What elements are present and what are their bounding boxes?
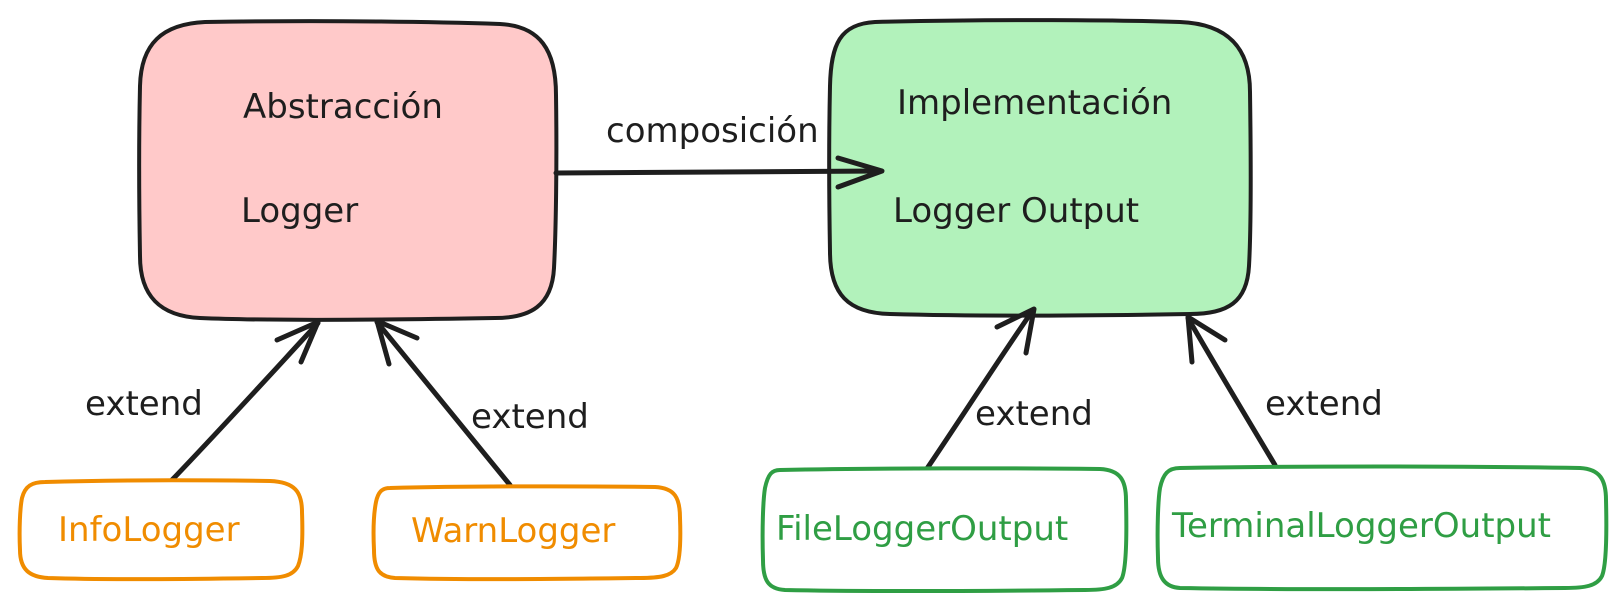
abstraction-title: Abstracción <box>243 87 443 127</box>
abstraction-box <box>137 19 559 322</box>
terminal-logger-output-node[interactable]: TerminalLoggerOutput <box>1155 464 1609 592</box>
composition-label: composición <box>606 111 819 151</box>
extend-edge-file: extend <box>923 306 1093 473</box>
extend-edge-info: extend <box>85 319 321 483</box>
extend-edge-warn: extend <box>374 318 589 488</box>
extend-label-warn: extend <box>471 397 589 437</box>
extend-label-file: extend <box>975 394 1093 434</box>
info-logger-box <box>17 478 305 582</box>
file-logger-output-box <box>760 466 1129 594</box>
composition-arrow-line <box>553 168 883 176</box>
extend-arrowhead-info <box>274 319 321 365</box>
file-logger-output-label: FileLoggerOutput <box>776 509 1068 549</box>
extend-label-info: extend <box>85 384 203 424</box>
implementation-node[interactable]: Implementación Logger Output <box>827 18 1253 318</box>
warn-logger-label: WarnLogger <box>411 511 615 551</box>
implementation-box <box>827 18 1253 318</box>
file-logger-output-node[interactable]: FileLoggerOutput <box>760 466 1129 594</box>
info-logger-label: InfoLogger <box>58 510 240 550</box>
extend-arrow-line-file <box>923 307 1036 473</box>
extend-arrowhead-file <box>994 306 1037 356</box>
warn-logger-box <box>371 484 683 582</box>
composition-edge: composición <box>553 111 885 190</box>
composition-arrowhead <box>835 155 885 190</box>
warn-logger-node[interactable]: WarnLogger <box>371 484 683 582</box>
info-logger-node[interactable]: InfoLogger <box>17 478 305 582</box>
terminal-logger-output-box <box>1155 464 1609 592</box>
extend-label-terminal: extend <box>1265 384 1383 424</box>
extend-arrow-line-terminal <box>1185 315 1278 468</box>
extend-arrowhead-warn <box>374 318 420 367</box>
implementation-name: Logger Output <box>893 191 1139 231</box>
extend-arrow-line-warn <box>374 319 513 488</box>
extend-arrowhead-terminal <box>1185 314 1228 365</box>
abstraction-name: Logger <box>241 191 358 231</box>
abstraction-node[interactable]: Abstracción Logger <box>137 19 559 322</box>
extend-arrow-line-info <box>169 320 321 483</box>
terminal-logger-output-label: TerminalLoggerOutput <box>1171 506 1551 546</box>
extend-edge-terminal: extend <box>1185 314 1383 468</box>
implementation-title: Implementación <box>897 83 1172 123</box>
